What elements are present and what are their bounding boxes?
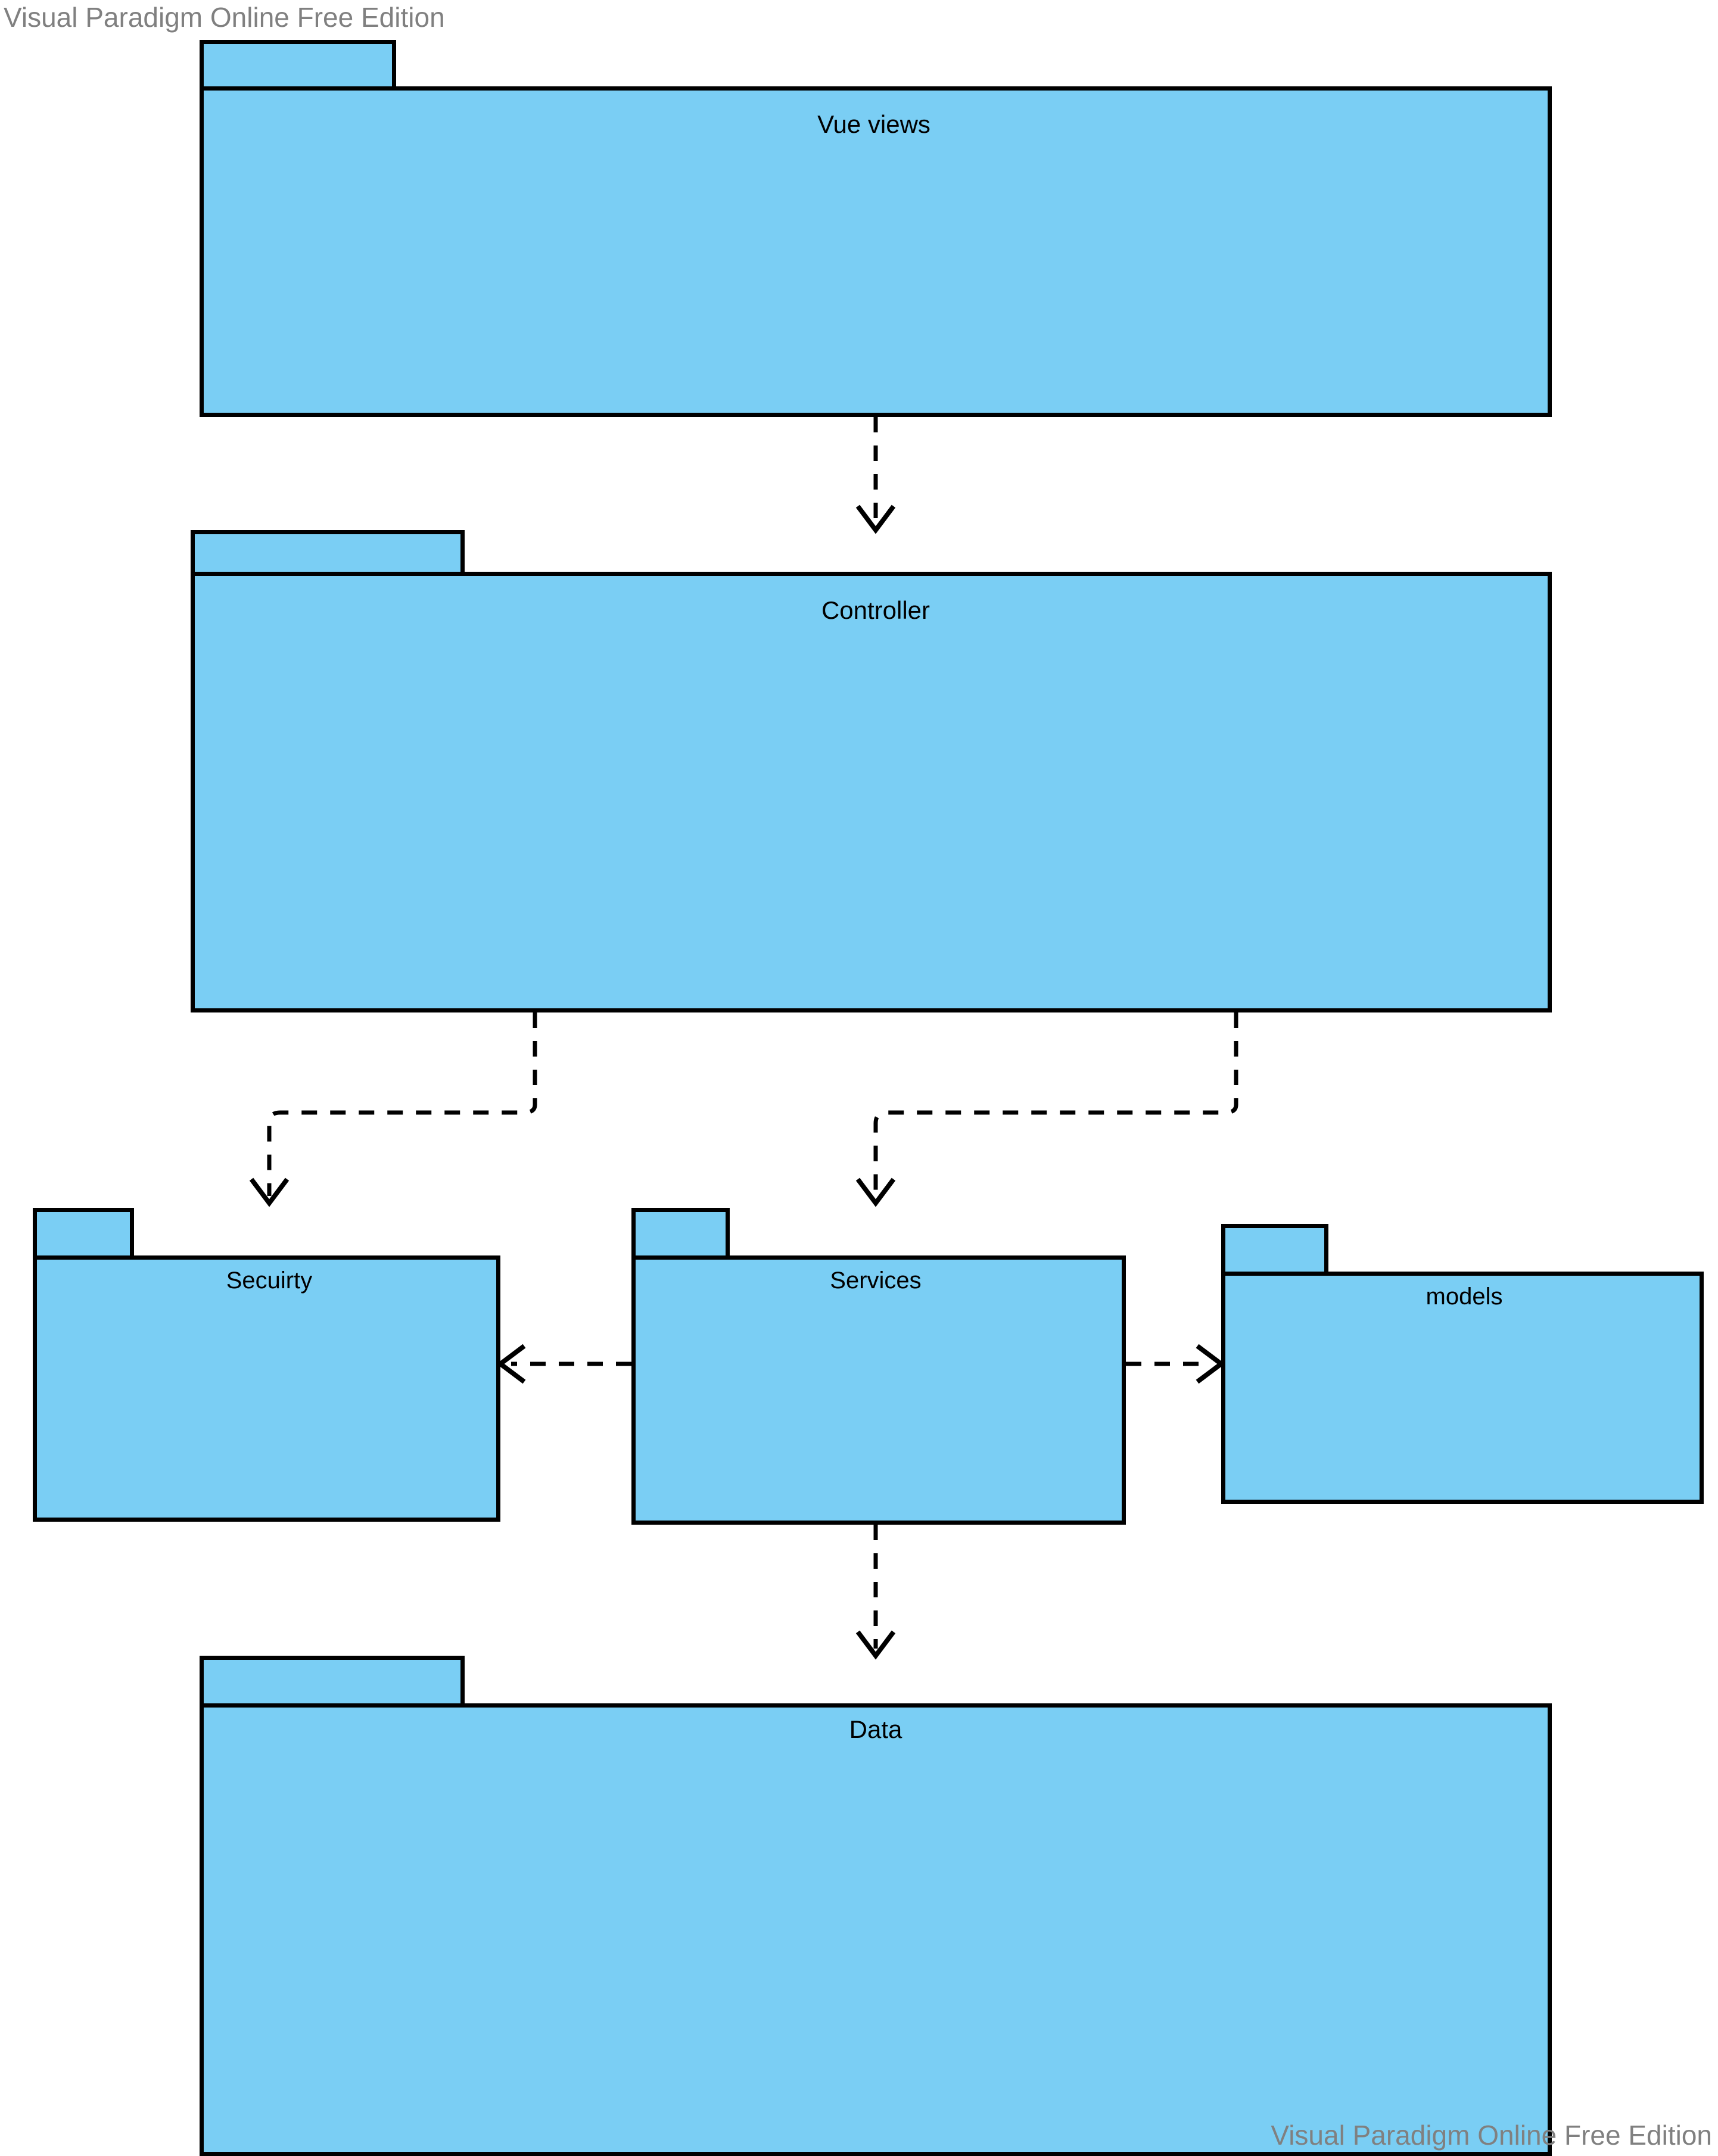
package-tab-models[interactable] (1221, 1224, 1328, 1276)
package-tab-controller[interactable] (191, 530, 465, 576)
dependency-dep-services-models (1126, 1344, 1225, 1384)
package-models[interactable] (1221, 1224, 1704, 1504)
package-vue-views[interactable] (200, 40, 1552, 417)
package-body-data[interactable] (200, 1703, 1552, 2156)
dependency-arrowhead (249, 1177, 290, 1207)
package-body-vue-views[interactable] (200, 86, 1552, 417)
dependency-dep-services-data (855, 1525, 896, 1660)
dependency-arrowhead (496, 1344, 526, 1384)
package-body-controller[interactable] (191, 572, 1552, 1012)
dependency-dep-services-secuirty (496, 1344, 631, 1384)
package-tab-services[interactable] (631, 1208, 730, 1260)
dependency-arrowhead (855, 504, 896, 534)
dependency-line (267, 1012, 537, 1196)
package-body-models[interactable] (1221, 1272, 1704, 1504)
package-controller[interactable] (191, 530, 1552, 1012)
dependency-arrowhead (855, 1177, 896, 1207)
package-data[interactable] (200, 1656, 1552, 2156)
dependency-dep-controller-services (855, 1012, 1238, 1207)
package-tab-data[interactable] (200, 1656, 465, 1708)
package-tab-vue-views[interactable] (200, 40, 396, 91)
dependency-line (873, 1012, 1238, 1196)
package-services[interactable] (631, 1208, 1126, 1525)
watermark-bottom-right: Visual Paradigm Online Free Edition (1271, 2120, 1712, 2151)
package-tab-secuirty[interactable] (33, 1208, 134, 1260)
package-secuirty[interactable] (33, 1208, 500, 1522)
watermark-top-left: Visual Paradigm Online Free Edition (4, 2, 445, 33)
package-body-services[interactable] (631, 1255, 1126, 1525)
dependency-dep-vueviews-controller (855, 417, 896, 534)
dependency-dep-controller-secuirty (249, 1012, 537, 1207)
package-body-secuirty[interactable] (33, 1255, 500, 1522)
dependency-arrowhead (855, 1630, 896, 1660)
dependency-arrowhead (1196, 1344, 1225, 1384)
